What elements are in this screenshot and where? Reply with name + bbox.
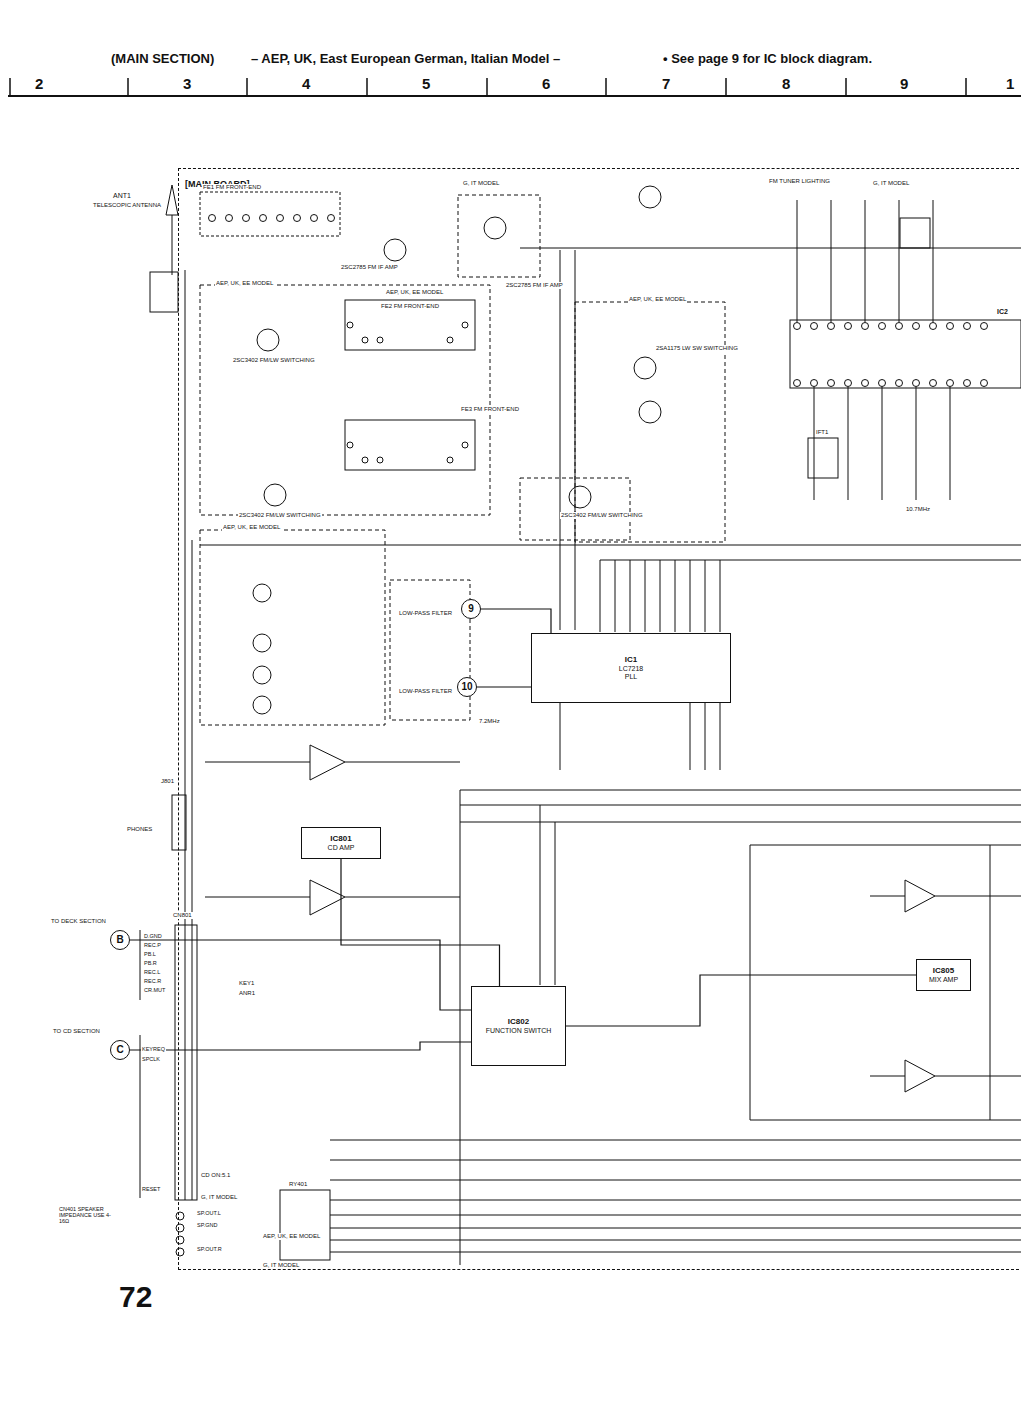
header-text: 5 — [421, 76, 431, 93]
part-note: FUNCTION SWITCH — [475, 1027, 562, 1035]
callout-circle: 10 — [457, 677, 477, 697]
schematic-label: LOW-PASS FILTER — [398, 610, 453, 617]
schematic-label: PB.L — [143, 951, 157, 957]
callout-circle: B — [110, 930, 130, 950]
schematic-label: LOW-PASS FILTER — [398, 688, 453, 695]
schematic-label: CD ON:5.1 — [200, 1172, 231, 1179]
part-name: 9 — [468, 603, 474, 615]
schematic-label: 2SC2785 FM IF AMP — [340, 264, 399, 271]
schematic-label: G, IT MODEL — [262, 1262, 300, 1269]
schematic-label: 7.2MHz — [478, 718, 501, 725]
schematic-label: CN801 — [172, 912, 193, 919]
header-text: 1 — [1005, 76, 1015, 93]
header-text: – AEP, UK, East European German, Italian… — [250, 52, 561, 66]
schematic-label: PHONES — [126, 826, 153, 833]
schematic-label: REC.R — [143, 978, 162, 984]
schematic-label: D.GND — [143, 933, 163, 939]
schematic-label: IFT1 — [815, 429, 829, 436]
ic-box: IC1LC7218PLL — [531, 633, 731, 703]
schematic-label: FE2 FM FRONT-END — [380, 303, 440, 310]
schematic-label: KEYREQ — [141, 1046, 166, 1052]
schematic-label: SPCLK — [141, 1056, 161, 1062]
header-text: 6 — [541, 76, 551, 93]
ic-box: IC805MIX AMP — [916, 959, 971, 991]
schematic-label: ANR1 — [238, 990, 256, 997]
schematic-label: 2SA1175 LW SW SWITCHING — [655, 345, 739, 352]
header-text: 9 — [899, 76, 909, 93]
schematic-label: SP.OUT.R — [196, 1246, 223, 1252]
schematic-label: J801 — [160, 778, 175, 785]
part-name: IC805 — [920, 966, 967, 975]
schematic-label: KEY1 — [238, 980, 255, 987]
schematic-label: G, IT MODEL — [462, 180, 500, 187]
signal-wire — [130, 940, 471, 1010]
part-name: IC801 — [305, 834, 377, 843]
schematic-label: PB.R — [143, 960, 158, 966]
header-text: 3 — [182, 76, 192, 93]
schematic-label: G, IT MODEL — [872, 180, 910, 187]
schematic-label: RY401 — [288, 1181, 308, 1188]
schematic-label: AEP, UK, EE MODEL — [385, 289, 444, 296]
signal-wire — [341, 859, 500, 986]
header-text: 2 — [34, 76, 44, 93]
header-text: 72 — [118, 1280, 153, 1313]
ic-box: IC802FUNCTION SWITCH — [471, 986, 566, 1066]
schematic-label: CR.MUT — [143, 987, 166, 993]
part-name: IC1 — [535, 655, 727, 664]
callout-circle: C — [110, 1040, 130, 1060]
schematic-label: SP.OUT.L — [196, 1210, 222, 1216]
part-note: PLL — [535, 673, 727, 681]
part-note: MIX AMP — [920, 976, 967, 984]
header-text: 8 — [781, 76, 791, 93]
schematic-label: CN401 SPEAKER IMPEDANCE USE 4-16Ω — [58, 1206, 120, 1224]
schematic-label: FE1 FM FRONT-END — [202, 184, 262, 191]
schematic-label: REC.L — [143, 969, 161, 975]
schematic-label: 2SC2785 FM IF AMP — [505, 282, 564, 289]
schematic-label: ANT1 — [112, 192, 132, 200]
board-region: [MAIN BOARD]IC1LC7218PLLIC801CD AMPIC802… — [178, 168, 1021, 1270]
part-name: C — [116, 1044, 123, 1056]
part-name: B — [116, 934, 123, 946]
signal-wire — [481, 609, 551, 633]
schematic-label: SP.GND — [196, 1222, 218, 1228]
schematic-label: TO CD SECTION — [52, 1028, 101, 1035]
schematic-label: AEP, UK, EE MODEL — [215, 280, 274, 287]
callout-circle: 9 — [461, 599, 481, 619]
schematic-label: AEP, UK, EE MODEL — [222, 524, 281, 531]
header-text: 7 — [661, 76, 671, 93]
part-note: CD AMP — [305, 844, 377, 852]
part-name: IC802 — [475, 1017, 562, 1026]
signal-wire — [566, 975, 916, 1026]
schematic-label: G, IT MODEL — [200, 1194, 238, 1201]
part-name: 10 — [461, 681, 472, 693]
schematic-label: 2SC3402 FM/LW SWITCHING — [238, 512, 322, 519]
schematic-label: IC2 — [996, 308, 1009, 316]
schematic-label: AEP, UK, EE MODEL — [262, 1233, 321, 1240]
part-note: LC7218 — [535, 665, 727, 673]
ic-box: IC801CD AMP — [301, 827, 381, 859]
header-text: • See page 9 for IC block diagram. — [662, 52, 873, 66]
schematic-label: TO DECK SECTION — [50, 918, 107, 925]
schematic-label: REC.P — [143, 942, 162, 948]
header-text: (MAIN SECTION) — [110, 52, 215, 66]
schematic-label: 2SC3402 FM/LW SWITCHING — [232, 357, 316, 364]
schematic-label: RESET — [141, 1186, 161, 1192]
signal-wire — [477, 686, 531, 687]
schematic-label: AEP, UK, EE MODEL — [628, 296, 687, 303]
schematic-label: TELESCOPIC ANTENNA — [92, 202, 162, 209]
signal-wire — [130, 1042, 471, 1050]
schematic-label: FE3 FM FRONT-END — [460, 406, 520, 413]
schematic-label: 2SC3402 FM/LW SWITCHING — [560, 512, 644, 519]
schematic-label: FM TUNER LIGHTING — [768, 178, 831, 185]
schematic-label: 10.7MHz — [905, 506, 931, 513]
header-text: 4 — [301, 76, 311, 93]
